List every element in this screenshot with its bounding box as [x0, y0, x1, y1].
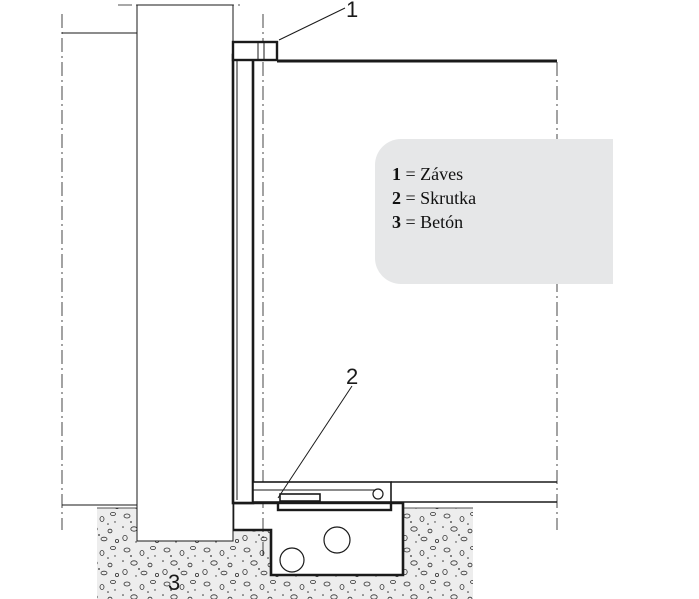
legend: 1 = Záves 2 = Skrutka 3 = Betón: [392, 162, 476, 234]
bottom-hinge-box: [276, 501, 393, 512]
callout-1: 1: [346, 0, 358, 22]
legend-label: Skrutka: [420, 188, 477, 208]
legend-item-hinge: 1 = Záves: [392, 162, 476, 186]
legend-item-screw: 2 = Skrutka: [392, 186, 476, 210]
wall-panel: [136, 4, 234, 542]
legend-item-concrete: 3 = Betón: [392, 210, 476, 234]
bottom-hinge-pivot: [372, 488, 384, 500]
door-frame: [231, 53, 255, 505]
anchor-hole-small: [279, 547, 305, 573]
callout-2: 2: [346, 364, 358, 389]
bottom-hinge-arm: [279, 493, 321, 502]
leader-line-1: [278, 7, 346, 41]
legend-key: 3: [392, 212, 401, 232]
leader-line-2: [277, 385, 353, 499]
legend-box: [375, 139, 613, 284]
legend-separator: =: [401, 212, 421, 232]
legend-separator: =: [401, 188, 421, 208]
bottom-hinge-plate: [252, 481, 392, 503]
legend-key: 1: [392, 164, 401, 184]
legend-label: Betón: [420, 212, 464, 232]
legend-key: 2: [392, 188, 401, 208]
legend-label: Záves: [420, 164, 464, 184]
top-hinge-block: [231, 40, 279, 62]
callout-3: 3: [168, 570, 180, 595]
legend-separator: =: [401, 164, 421, 184]
anchor-hole-large: [323, 526, 351, 554]
